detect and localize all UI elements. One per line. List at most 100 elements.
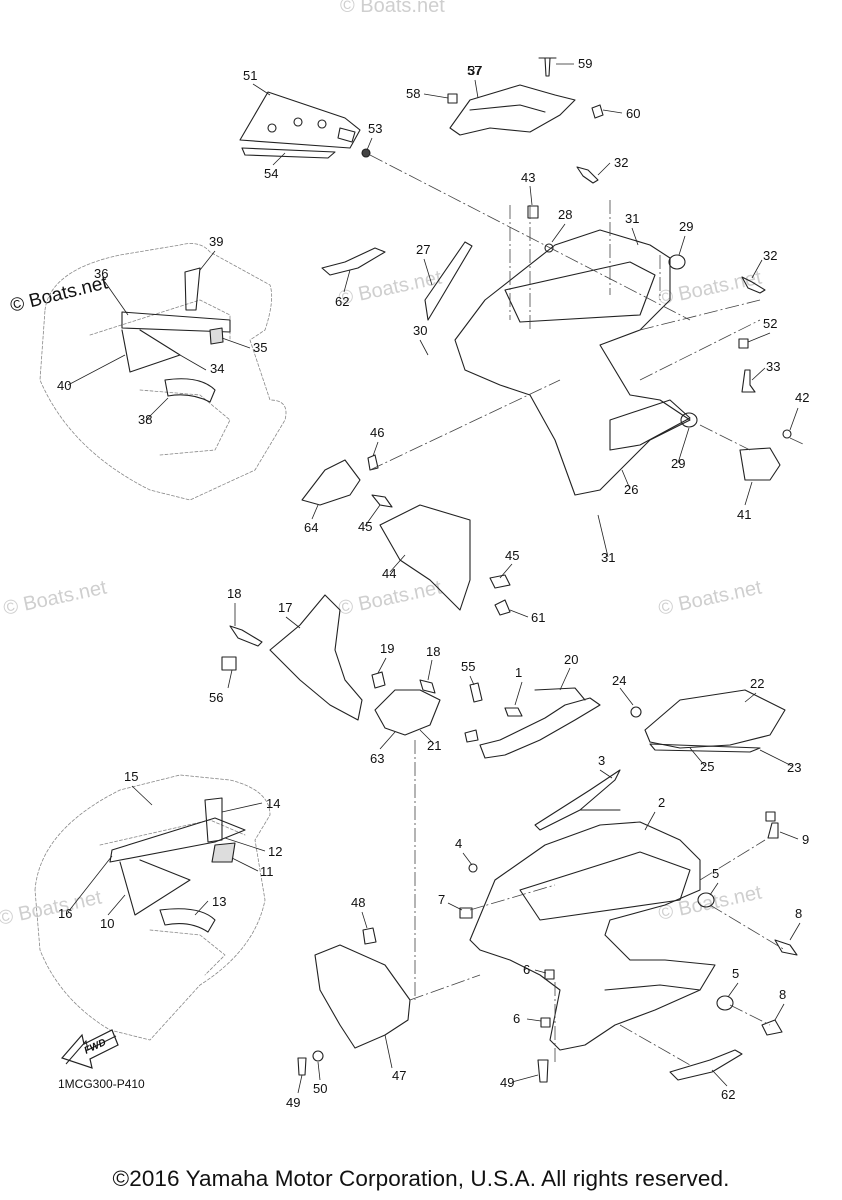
- part-26-cowling: [454, 229, 691, 496]
- part-8-bolt: [774, 939, 798, 956]
- part-number: 20: [564, 652, 578, 667]
- part-6-clip: [540, 1017, 551, 1028]
- part-number: 16: [58, 906, 72, 921]
- part-33-screw: [741, 369, 756, 393]
- part-number: 35: [253, 340, 267, 355]
- part-number: 10: [100, 916, 114, 931]
- part-44-inner-panel: [379, 504, 471, 611]
- part-number: 7: [438, 892, 445, 907]
- part-number: 52: [763, 316, 777, 331]
- part-number: 32: [763, 248, 777, 263]
- part-62-decal: [669, 1049, 743, 1081]
- part-29-grommet: [668, 254, 686, 270]
- part-number: 12: [268, 844, 282, 859]
- part-42-screw: [782, 429, 792, 439]
- part-number: 54: [264, 166, 278, 181]
- part-62-decal: [321, 247, 386, 276]
- part-number: 45: [358, 519, 372, 534]
- leader-lines: [67, 63, 801, 1094]
- part-51-panel: [239, 91, 371, 159]
- part-number: 39: [209, 234, 223, 249]
- part-64-stay: [301, 459, 361, 506]
- watermark: © Boats.net: [0, 886, 104, 929]
- watermark: © Boats.net: [336, 576, 444, 619]
- part-number: 40: [57, 378, 71, 393]
- part-number: 11: [260, 864, 274, 879]
- part-45-screw: [489, 574, 511, 589]
- part-number: 46: [370, 425, 384, 440]
- part-number: 37: [468, 63, 482, 78]
- watermark: © Boats.net: [656, 881, 764, 924]
- part-46-screw: [367, 454, 379, 471]
- part-number: 29: [679, 219, 693, 234]
- part-28-nut: [544, 243, 554, 253]
- part-number: 32: [614, 155, 628, 170]
- part-48-screw: [362, 927, 377, 945]
- part-41-bracket: [739, 447, 781, 481]
- part-number: 22: [750, 676, 764, 691]
- part-number: 26: [624, 482, 638, 497]
- part-number: 4: [455, 836, 462, 851]
- part-number: 42: [795, 390, 809, 405]
- part-number: 60: [626, 106, 640, 121]
- watermark: © Boats.net: [656, 576, 764, 619]
- part-5-grommet: [716, 995, 734, 1011]
- part-number: 36: [94, 266, 108, 281]
- part-number: 19: [380, 641, 394, 656]
- part-number: 21: [427, 738, 441, 753]
- part-17-stay: [269, 594, 363, 721]
- part-number: 9: [802, 832, 809, 847]
- part-number: 5: [732, 966, 739, 981]
- part-number: 63: [370, 751, 384, 766]
- part-number: 5: [712, 866, 719, 881]
- part-number: 6: [523, 962, 530, 977]
- part-19-screw: [371, 671, 386, 689]
- part-32-bolt: [576, 166, 599, 184]
- part-9-screw: [767, 822, 779, 839]
- watermark: © Boats.net: [340, 0, 445, 17]
- part-number: 6: [513, 1011, 520, 1026]
- part-number: 53: [368, 121, 382, 136]
- part-number: 48: [351, 895, 365, 910]
- part-number: 25: [700, 759, 714, 774]
- part-number: 51: [243, 68, 257, 83]
- part-number: 13: [212, 894, 226, 909]
- part-number: 31: [625, 211, 639, 226]
- part-number: 2: [658, 795, 665, 810]
- part-21-screw: [464, 729, 479, 743]
- part-29-grommet: [680, 412, 698, 428]
- part-61-screw: [494, 599, 511, 616]
- part-49-screw: [297, 1057, 307, 1076]
- part-number: 33: [766, 359, 780, 374]
- part-number: 24: [612, 673, 626, 688]
- watermark: © Boats.net: [336, 266, 444, 309]
- reference-lines: [369, 154, 806, 1066]
- part-32-bolt: [741, 276, 766, 294]
- part-1-bolt: [504, 707, 523, 717]
- part-number: 27: [416, 242, 430, 257]
- part-number: 50: [313, 1081, 327, 1096]
- part-27-strip: [424, 241, 473, 321]
- parts-diagram: © Boats.net © Boats.net © Boats.net © Bo…: [0, 0, 809, 1110]
- part-number: 23: [787, 760, 801, 775]
- part-number: 56: [209, 690, 223, 705]
- part-22-panel: [644, 689, 786, 749]
- part-number: 55: [461, 659, 475, 674]
- part-2-cowling: [469, 821, 716, 1051]
- part-49-screw: [537, 1059, 549, 1083]
- part-4-nut: [468, 863, 478, 873]
- part-18-bolt: [419, 679, 436, 694]
- part-number: 49: [286, 1095, 300, 1110]
- diagram-code: 1MCG300-P410: [58, 1077, 145, 1091]
- part-56-clip: [221, 656, 237, 671]
- part-number: 41: [737, 507, 751, 522]
- part-18-bolt: [229, 625, 263, 647]
- part-number: 34: [210, 361, 224, 376]
- part-5-grommet: [697, 892, 715, 908]
- part-number: 18: [426, 644, 440, 659]
- part-number: 44: [382, 566, 396, 581]
- part-number: 58: [406, 86, 420, 101]
- part-number: 61: [531, 610, 545, 625]
- part-6-clip: [544, 969, 555, 980]
- watermark-layer: © Boats.net © Boats.net © Boats.net © Bo…: [0, 0, 764, 930]
